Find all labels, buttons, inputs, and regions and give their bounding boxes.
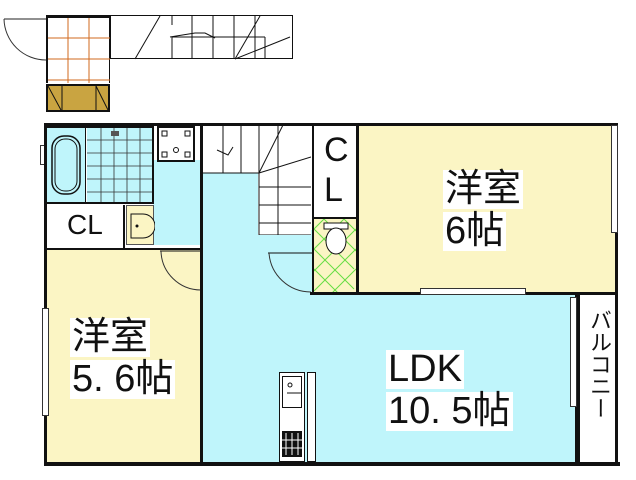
wall: [44, 462, 620, 466]
stove-icon: [282, 433, 302, 455]
stove: [282, 431, 302, 457]
wall: [44, 123, 47, 466]
window-room-6-right: [611, 125, 618, 233]
washing-machine-icon: [161, 130, 191, 158]
ldk-type-label: LDK: [386, 348, 464, 390]
bathtub: [46, 128, 86, 202]
window-room-5-6-left: [42, 308, 49, 416]
room-5-6-door-swing: [160, 250, 202, 292]
washing-machine: [157, 126, 195, 162]
tile-grid-icon: [48, 18, 110, 83]
wall: [615, 123, 618, 466]
kitchen-counter: [279, 372, 305, 462]
door-swing-icon: [160, 250, 202, 291]
room-6-type-label: 洋室: [443, 168, 524, 210]
ldk-size-label: 10. 5帖: [386, 390, 513, 432]
tile-grid-icon: [87, 128, 152, 202]
lower-staircase: [203, 124, 312, 236]
balcony: バルコニー: [578, 295, 618, 465]
window-ldk-balcony: [570, 297, 577, 407]
door-swing-icon: [268, 252, 312, 293]
wall: [44, 123, 616, 126]
washroom-floor: [153, 160, 203, 245]
western-room-6-floor: [358, 125, 616, 293]
hallway-floor: [200, 170, 260, 295]
wall: [200, 125, 203, 465]
room-5-6-type-label: 洋室: [70, 316, 151, 358]
sink-icon: [287, 382, 301, 394]
staircase-icon: [203, 124, 312, 236]
wall: [356, 125, 359, 295]
kitchen-sink: [282, 376, 302, 408]
bathtub-icon: [51, 135, 81, 195]
shoe-box-icon: [47, 85, 109, 111]
closet-lower: CL: [47, 205, 125, 250]
upper-staircase: [110, 15, 293, 60]
shower-tile-floor: [87, 128, 152, 202]
closet-upper: C L: [312, 125, 358, 217]
bathroom: [44, 126, 154, 204]
shoe-box: [46, 84, 110, 112]
entrance-door-swing: [3, 18, 47, 62]
kitchen-cupboard: [307, 372, 316, 462]
entrance-tile-floor: [46, 15, 110, 83]
closet-lower-label: CL: [67, 209, 103, 240]
room-5-6-size-label: 5. 6帖: [70, 358, 176, 400]
wall: [47, 248, 203, 250]
closet-upper-label-l: L: [324, 171, 343, 209]
sink-icon: [130, 213, 156, 239]
wash-basin: [126, 205, 156, 245]
hallway-door-swing: [268, 252, 312, 294]
closet-upper-label-c: C: [324, 131, 349, 169]
window-room-6-bottom: [420, 288, 526, 295]
stair-landing-floor: [258, 230, 313, 295]
toilet-icon: [313, 218, 357, 294]
staircase-icon: [110, 15, 293, 60]
room-6-size-label: 6帖: [443, 210, 507, 252]
balcony-label: バルコニー: [587, 309, 612, 419]
toilet-room: [312, 217, 358, 295]
door-swing-icon: [3, 18, 47, 61]
